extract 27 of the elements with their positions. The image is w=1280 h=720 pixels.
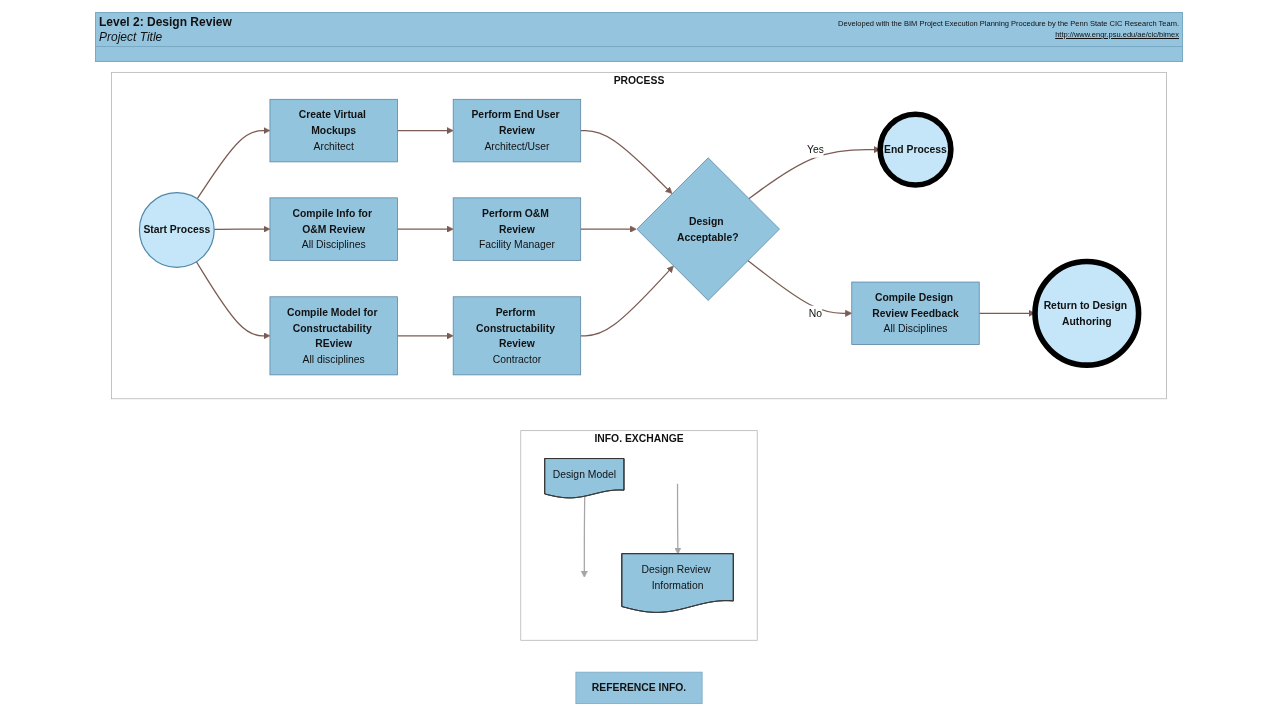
node-box: REFERENCE INFO.: [575, 671, 703, 705]
node-box: Compile Info for O&M Review All Disciplines: [269, 197, 398, 261]
arrow: [674, 483, 682, 555]
node-circle: End Process: [877, 111, 954, 188]
node-box: Perform O&M Review Facility Manager: [452, 197, 582, 261]
arrow: [396, 127, 454, 135]
edge-label: No: [808, 307, 823, 320]
arrow: [580, 129, 673, 194]
node-circle: Start Process: [138, 191, 215, 268]
node-box: Create Virtual Mockups Architect: [269, 98, 398, 163]
diagram-title: Level 2: Design Review: [99, 15, 232, 29]
node-diamond: Design Acceptable?: [636, 157, 780, 301]
node-box: Compile Model for Constructability REview All disciplines: [269, 296, 398, 376]
node-box: Compile Design Review Feedback All Disciplines: [851, 281, 980, 345]
arrow: [580, 225, 637, 233]
node-box: Perform End User Review Architect/User: [452, 98, 582, 163]
node-circle: Return to Design Authoring: [1032, 258, 1142, 368]
edge-label: Yes: [806, 143, 824, 156]
arrow: [396, 225, 454, 233]
arrow: [196, 127, 271, 200]
arrow: [195, 261, 271, 340]
project-title-text: Project Title: [99, 30, 163, 44]
arrow: [580, 265, 674, 337]
arrow: [396, 332, 454, 340]
arrow: [747, 259, 853, 317]
node-box: Perform Constructability Review Contractor: [452, 296, 582, 376]
arrow: [580, 496, 588, 578]
